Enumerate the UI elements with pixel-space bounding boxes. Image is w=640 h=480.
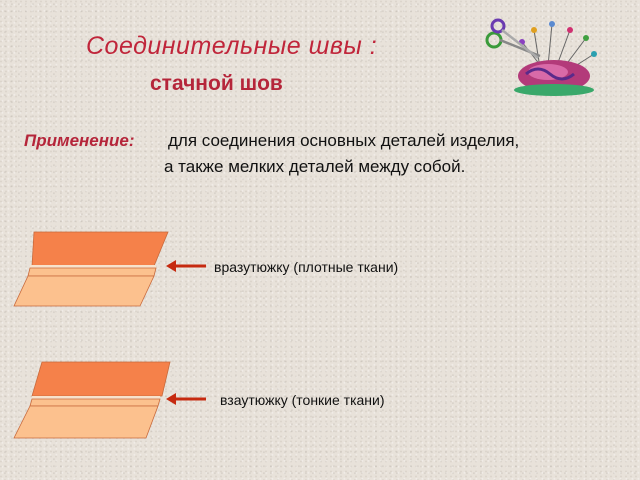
seam-label-pressed-side: взаутюжку (тонкие ткани) [220, 392, 385, 408]
seam-pressed-open-diagram [13, 231, 169, 307]
top-fabric-layer [31, 231, 169, 267]
bottom-fabric-layer [13, 275, 155, 307]
arrow-left-icon [166, 393, 206, 405]
slide-title: Соединительные швы : [86, 32, 378, 60]
bottom-fabric-layer [13, 405, 159, 439]
arrow-left-icon [166, 260, 206, 272]
slide-subtitle: стачной шов [150, 72, 283, 95]
seam-allowance-fold [27, 267, 157, 277]
usage-text-line-2: а также мелких деталей между собой. [164, 157, 466, 176]
top-fabric-layer [31, 361, 171, 397]
usage-label: Применение: [24, 131, 135, 150]
seam-label-pressed-open: вразутюжку (плотные ткани) [214, 259, 399, 275]
seam-pressed-side-diagram [13, 361, 171, 439]
seam-allowance-fold [29, 398, 161, 407]
pincushion-with-scissors-icon [485, 18, 597, 96]
usage-text-line-1: для соединения основных деталей изделия, [168, 131, 520, 150]
seam-allowance-top [32, 396, 160, 399]
seam-allowance-top [30, 265, 156, 268]
